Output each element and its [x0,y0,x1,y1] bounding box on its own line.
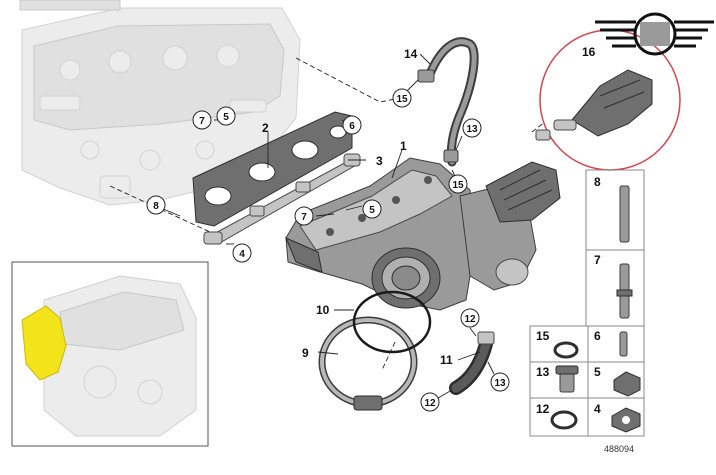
callout-14: 14 [404,47,418,61]
engine-inset [11,261,209,447]
callout-12a: 12 [464,314,476,325]
seal-ring [352,290,432,354]
manifold-gasket [192,111,353,227]
collar-nut [613,371,641,397]
grid-label-6: 6 [594,329,601,343]
callout-9: 9 [302,346,309,360]
grid-label-5: 5 [594,365,601,379]
grid-label-4: 4 [594,402,601,416]
callout-12b: 12 [424,398,436,409]
callouts: 1 2 3 4 5 5 6 7 7 8 9 10 11 12 12 13 13 … [146,45,596,412]
callout-6: 6 [349,121,355,132]
grid-label-15: 15 [536,329,550,343]
callout-2: 2 [262,121,269,135]
oil-feed-line [417,37,479,167]
callout-15a: 15 [396,94,408,105]
callout-10: 10 [316,303,330,317]
callout-11: 11 [440,353,453,367]
callout-5b: 5 [369,205,375,216]
dowel-pin [619,331,628,357]
grid-label-8: 8 [594,175,601,189]
o-ring [553,341,579,359]
parts-grid [529,169,645,437]
callout-15b: 15 [452,180,464,191]
sealing-ring [550,410,578,430]
grid-label-12: 12 [536,402,550,416]
callout-4: 4 [239,249,245,260]
turbo-highlight [21,305,67,381]
support-rail [203,153,361,245]
grid-label-7: 7 [594,253,601,267]
callout-7a: 7 [199,116,205,127]
callout-16: 16 [582,45,596,59]
callout-13a: 13 [466,124,478,135]
grid-labels: 8 7 15 6 13 5 12 4 [536,175,601,416]
mini-wings-logo-icon [595,12,714,56]
v-band-clamp [318,316,418,411]
diagram-reference-number: 488094 [604,444,634,454]
cylinder-head-ghost [19,0,301,206]
callout-5a: 5 [223,112,229,123]
detail-circle [535,29,681,171]
callout-7b: 7 [301,212,307,223]
callout-8: 8 [153,201,159,212]
stud-long [619,185,630,243]
callout-13b: 13 [494,378,506,389]
grid-label-13: 13 [536,365,550,379]
callout-1: 1 [400,139,407,153]
callout-3: 3 [376,154,383,168]
coolant-hose [449,331,495,395]
